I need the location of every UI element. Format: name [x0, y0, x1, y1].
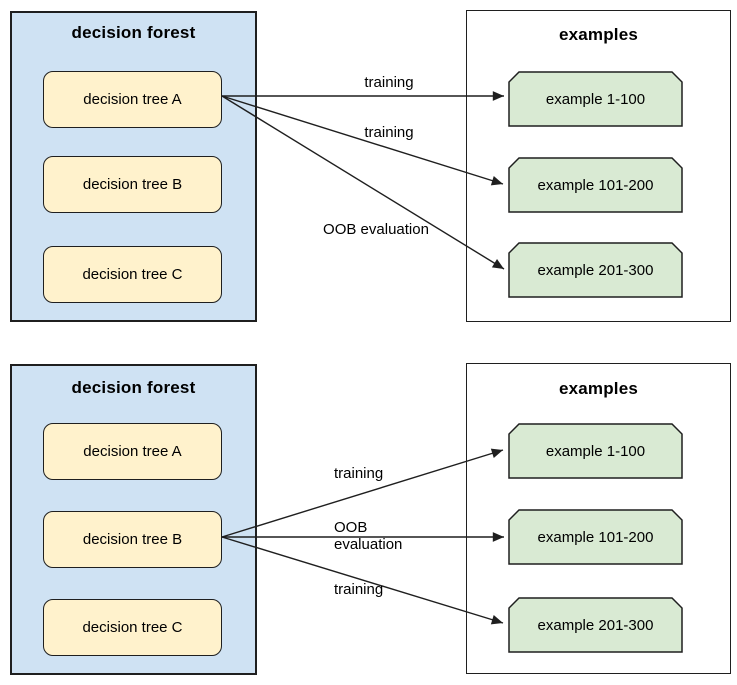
example-node-label: example 201-300 — [537, 261, 654, 279]
forest-container-bottom: decision forest decision tree A decision… — [10, 364, 257, 675]
beveled-card-shape — [508, 509, 683, 565]
decision-tree-a-node: decision tree A — [43, 71, 222, 128]
beveled-card-shape — [508, 71, 683, 127]
example-201-300-node: example 201-300 — [508, 597, 683, 653]
examples-title: examples — [558, 379, 639, 398]
example-node-label: example 1-100 — [545, 90, 646, 108]
decision-tree-a-node: decision tree A — [43, 423, 222, 480]
arrow-label-training: training — [334, 581, 384, 598]
examples-title: examples — [558, 25, 639, 44]
forest-title: decision forest — [71, 378, 196, 397]
forest-title: decision forest — [71, 23, 196, 42]
arrow-label-training: training — [364, 124, 414, 141]
example-101-200-node: example 101-200 — [508, 157, 683, 213]
arrow-label-oob-evaluation: OOB evaluation — [334, 519, 403, 553]
examples-container-top: examples example 1-100 example 101-200 e… — [466, 10, 731, 322]
example-1-100-node: example 1-100 — [508, 423, 683, 479]
example-101-200-node: example 101-200 — [508, 509, 683, 565]
decision-tree-c-node: decision tree C — [43, 246, 222, 303]
forest-container-top: decision forest decision tree A decision… — [10, 11, 257, 322]
arrow-label-training: training — [334, 465, 384, 482]
arrow-treeA-oob-evaluation — [221, 95, 505, 270]
example-201-300-node: example 201-300 — [508, 242, 683, 298]
decision-tree-c-node: decision tree C — [43, 599, 222, 656]
beveled-card-shape — [508, 242, 683, 298]
arrow-label-training: training — [364, 74, 414, 91]
beveled-card-shape — [508, 597, 683, 653]
decision-tree-b-node: decision tree B — [43, 511, 222, 568]
example-node-label: example 101-200 — [537, 176, 654, 194]
example-node-label: example 101-200 — [537, 528, 654, 546]
decision-tree-b-node: decision tree B — [43, 156, 222, 213]
arrow-label-oob-evaluation: OOB evaluation — [323, 221, 429, 238]
example-1-100-node: example 1-100 — [508, 71, 683, 127]
example-node-label: example 201-300 — [537, 616, 654, 634]
examples-container-bottom: examples example 1-100 example 101-200 e… — [466, 363, 731, 674]
beveled-card-shape — [508, 157, 683, 213]
example-node-label: example 1-100 — [545, 442, 646, 460]
beveled-card-shape — [508, 423, 683, 479]
